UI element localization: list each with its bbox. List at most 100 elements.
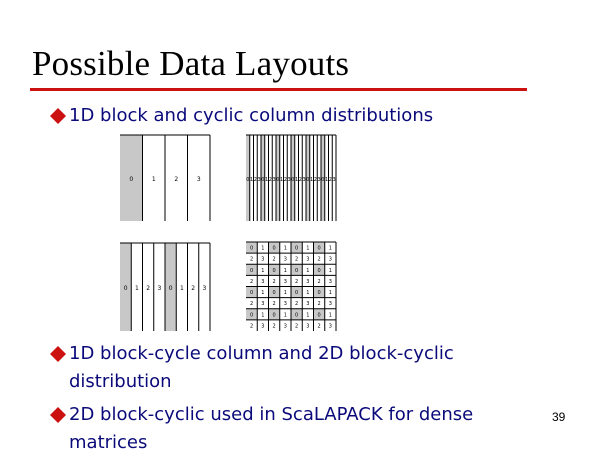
grid-cell-label: 0 [250,290,253,296]
grid-cell-label: 0 [295,290,298,296]
grid-cell-label: 2 [295,323,298,329]
grid-cell-label: 3 [261,257,264,263]
grid-cell-label: 3 [306,257,309,263]
shaded-cell [268,242,280,254]
shaded-cell [246,264,258,276]
shaded-column [321,135,325,221]
grid-cell-label: 1 [329,268,332,274]
column-label: 0 [321,177,324,183]
grid-cell-label: 1 [329,290,332,296]
column-label: 3 [318,177,321,183]
column-label: 3 [202,285,206,292]
column-label: 3 [157,285,161,292]
shaded-column [120,135,143,221]
shaded-column [291,135,295,221]
column-label: 2 [146,285,150,292]
column-label: 1 [265,177,268,183]
page-number: 39 [552,410,566,424]
bullet-2-line-1: 1D block-cycle column and 2D block-cycli… [69,343,454,364]
diamond-bullet-icon [50,108,66,124]
column-label: 1 [180,285,184,292]
column-label: 1 [310,177,313,183]
shaded-cell [268,264,280,276]
shaded-cell [313,264,325,276]
shaded-column [120,243,132,331]
grid-cell-label: 0 [295,246,298,252]
grid-cell-label: 3 [261,279,264,285]
grid-cell-label: 0 [295,268,298,274]
grid-cell-label: 0 [295,312,298,318]
grid-cell-label: 2 [250,279,253,285]
grid-cell-label: 3 [329,279,332,285]
column-label: 1 [152,176,156,183]
grid-cell-label: 2 [318,323,321,329]
column-label: 2 [284,177,287,183]
grid-cell-label: 1 [261,246,264,252]
grid-cell-label: 3 [284,257,287,263]
column-label: 0 [261,177,264,183]
shaded-column [261,135,265,221]
column-label: 3 [333,177,336,183]
column-label: 2 [174,176,178,183]
grid-cell-label: 3 [284,323,287,329]
shaded-column [276,135,280,221]
grid-cell-label: 2 [273,279,276,285]
grid-cell-label: 0 [273,268,276,274]
grid-cell-label: 3 [284,279,287,285]
shaded-column [165,243,177,331]
shaded-cell [268,308,280,320]
column-label: 0 [291,177,294,183]
grid-cell-label: 3 [261,323,264,329]
grid-cell-label: 2 [273,301,276,307]
grid-cell-label: 1 [306,312,309,318]
grid-cell-label: 1 [329,312,332,318]
shaded-cell [313,308,325,320]
column-label: 0 [306,177,309,183]
grid-cell-label: 0 [318,268,321,274]
grid-cell-label: 1 [306,268,309,274]
shaded-cell [268,286,280,298]
grid-cell-label: 3 [306,301,309,307]
bullet-2-text: 1D block-cycle column and 2D block-cycli… [69,340,454,396]
shaded-cell [291,308,303,320]
grid-cell-label: 2 [318,279,321,285]
shaded-cell [246,308,258,320]
grid-cell-label: 0 [318,246,321,252]
shaded-cell [313,286,325,298]
grid-cell-label: 2 [250,323,253,329]
slide-title: Possible Data Layouts [32,44,350,83]
column-label: 3 [303,177,306,183]
grid-cell-label: 3 [284,301,287,307]
grid-cell-label: 1 [284,246,287,252]
grid-cell-label: 0 [318,312,321,318]
grid-cell-label: 0 [273,290,276,296]
grid-cell-label: 3 [329,257,332,263]
diamond-bullet-icon [50,346,66,362]
grid-cell-label: 3 [306,279,309,285]
column-label: 0 [129,176,133,183]
grid-cell-label: 3 [329,301,332,307]
grid-cell-label: 0 [318,290,321,296]
column-label: 2 [314,177,317,183]
column-label: 0 [124,285,128,292]
grid-cell-label: 2 [250,257,253,263]
bullet-3-text: 2D block-cyclic used in ScaLAPACK for de… [69,401,473,457]
grid-cell-label: 2 [295,257,298,263]
grid-cell-label: 2 [250,301,253,307]
diamond-bullet-icon [50,407,66,423]
grid-cell-label: 1 [329,246,332,252]
column-label: 3 [273,177,276,183]
column-label: 3 [258,177,261,183]
grid-cell-label: 2 [295,301,298,307]
shaded-column [306,135,310,221]
grid-cell-label: 3 [329,323,332,329]
bullet-2-line-2: distribution [69,371,172,392]
grid-cell-label: 1 [284,312,287,318]
column-label: 0 [169,285,173,292]
grid-cell-label: 0 [273,246,276,252]
grid-cell-label: 0 [250,268,253,274]
grid-cell-label: 1 [306,246,309,252]
